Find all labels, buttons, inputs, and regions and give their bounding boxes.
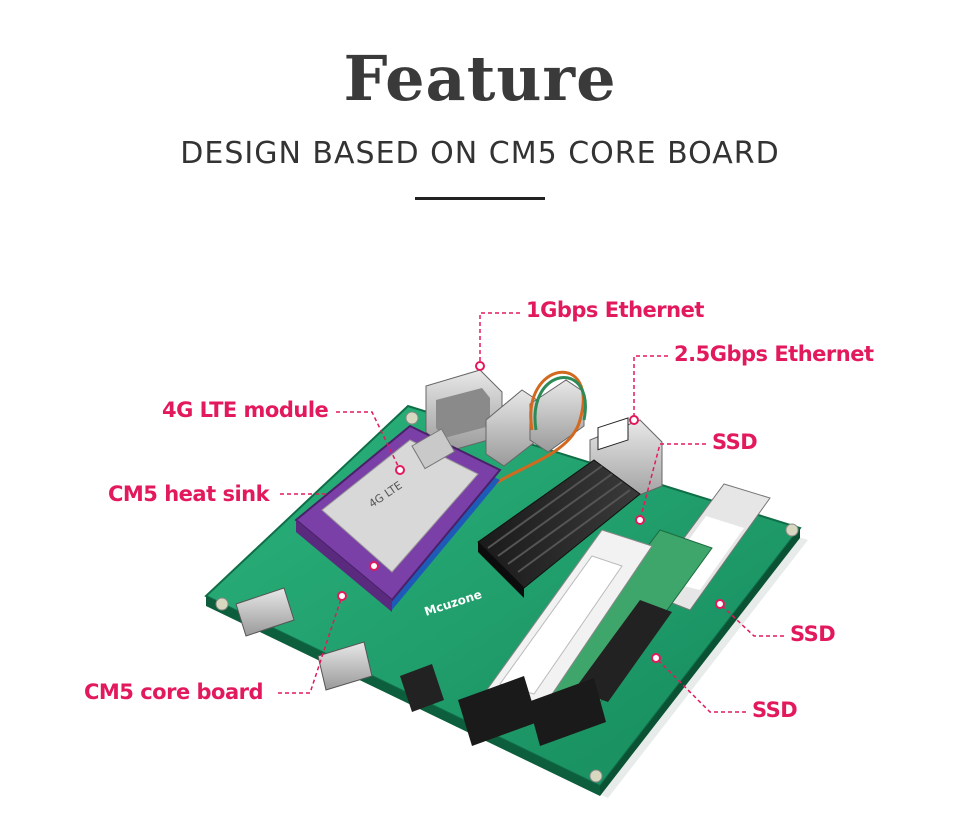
leader-ssd2: [719, 603, 784, 637]
callout-ssd-middle: SSD: [790, 622, 836, 646]
leader-dot: [635, 515, 645, 525]
heat-sink: [477, 459, 641, 598]
callout-2p5gbps-ethernet: 2.5Gbps Ethernet: [674, 342, 874, 366]
leader-dot: [651, 653, 661, 663]
usb-ports: [485, 379, 585, 467]
mount-hole: [589, 769, 603, 783]
page-title: Feature: [343, 42, 617, 115]
leader-core: [278, 595, 343, 694]
leader-dot: [395, 465, 405, 475]
leader-ssd3: [655, 657, 746, 713]
leader-dot: [475, 361, 485, 371]
leader-dot: [369, 561, 379, 571]
leader-eth1g: [479, 312, 520, 366]
callout-cm5-heat-sink: CM5 heat sink: [108, 482, 270, 506]
leader-eth25g: [633, 355, 668, 420]
callout-1gbps-ethernet: 1Gbps Ethernet: [526, 298, 704, 322]
leader-dot: [715, 599, 725, 609]
leader-dot: [629, 415, 639, 425]
ssd-front: [483, 529, 653, 713]
leader-ssd1: [639, 443, 706, 521]
lte-module: [294, 424, 502, 612]
callout-ssd-top: SSD: [712, 430, 758, 454]
sd-slot: [235, 587, 295, 637]
mount-hole: [405, 411, 419, 425]
power-jack: [400, 664, 444, 712]
pcb-edge: [206, 596, 600, 796]
antenna-wires: [476, 370, 585, 499]
callout-ssd-front: SSD: [752, 698, 798, 722]
title-divider: [415, 197, 545, 200]
m2-socket: [528, 678, 606, 746]
callout-4g-lte-module: 4G LTE module: [162, 398, 329, 422]
sim-slot: [411, 428, 456, 470]
hdmi-port: [317, 641, 373, 691]
leader-lte: [336, 411, 401, 471]
mount-hole: [215, 597, 229, 611]
pcb-edge-right: [600, 528, 800, 796]
m2-socket: [458, 676, 538, 746]
leader-dot: [337, 591, 347, 601]
mount-hole: [785, 523, 799, 537]
ethernet-1g-jack: [425, 369, 503, 453]
page-subtitle: DESIGN BASED ON CM5 CORE BOARD: [180, 136, 780, 171]
callout-cm5-core-board: CM5 core board: [84, 680, 264, 704]
